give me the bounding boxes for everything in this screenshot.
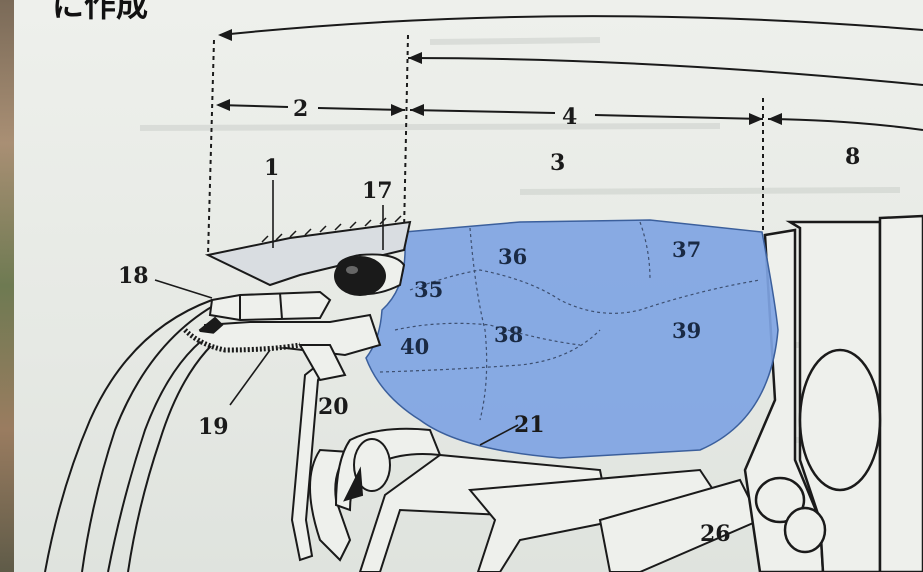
page-caption: に作成 xyxy=(52,0,148,26)
abdomen-segments xyxy=(745,216,923,572)
label-21: 21 xyxy=(514,412,545,438)
label-37: 37 xyxy=(672,237,701,262)
head-appendages xyxy=(185,292,380,380)
label-3: 3 xyxy=(550,150,565,176)
label-39: 39 xyxy=(672,318,701,343)
label-4: 4 xyxy=(562,104,577,130)
label-35: 35 xyxy=(414,277,443,302)
dimension-guides xyxy=(208,35,763,255)
label-26: 26 xyxy=(700,521,731,547)
label-38: 38 xyxy=(494,322,523,347)
label-18: 18 xyxy=(118,263,149,289)
label-36: 36 xyxy=(498,244,527,269)
eye-icon xyxy=(334,254,404,296)
label-17: 17 xyxy=(362,178,393,204)
label-19: 19 xyxy=(198,414,229,440)
label-20: 20 xyxy=(318,394,349,420)
label-8: 8 xyxy=(845,144,860,170)
label-1: 1 xyxy=(264,155,279,181)
label-2: 2 xyxy=(293,96,308,122)
label-40: 40 xyxy=(400,334,429,359)
